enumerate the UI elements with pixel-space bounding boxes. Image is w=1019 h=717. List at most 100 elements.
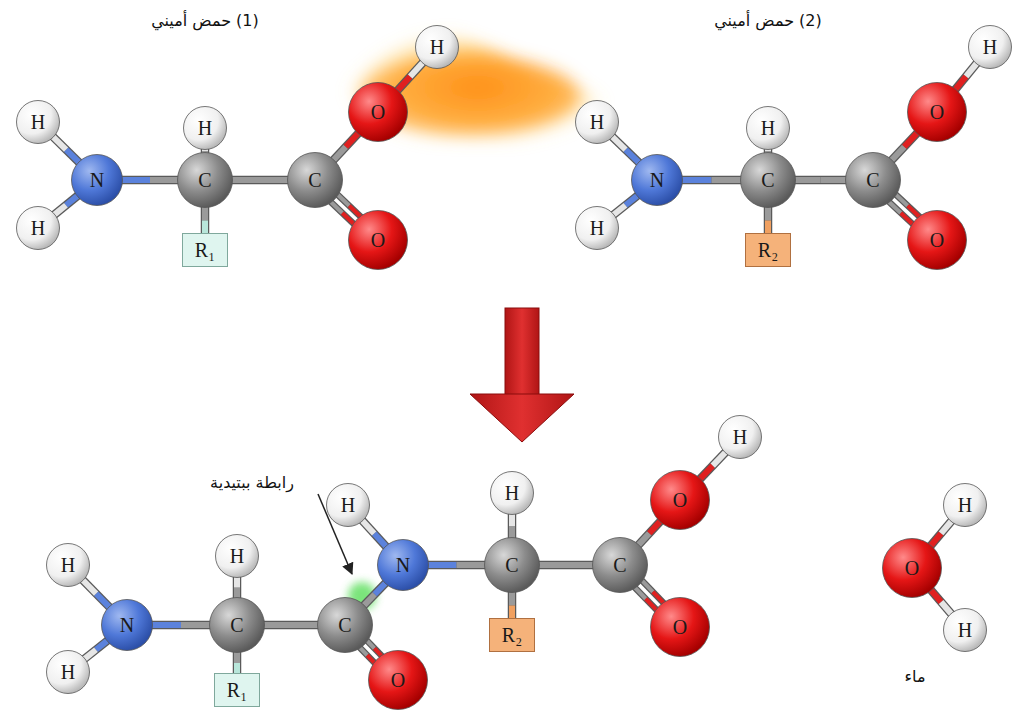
chemical-bond — [930, 520, 952, 546]
chemical-bond — [891, 132, 918, 161]
atom-symbol: C — [613, 555, 626, 575]
chemical-bond — [512, 591, 513, 620]
atom-symbol: H — [983, 37, 997, 57]
atom-symbol: N — [120, 615, 134, 635]
carbon-atom: C — [287, 152, 343, 208]
chemical-bond — [512, 513, 513, 539]
chemical-bond — [231, 180, 289, 181]
atom-symbol: H — [230, 546, 244, 566]
carbon-atom: C — [484, 537, 540, 593]
atom-symbol: R₁ — [227, 680, 247, 700]
oxygen-atom: O — [907, 210, 967, 270]
atom-symbol: C — [866, 170, 879, 190]
chemical-bond — [930, 589, 952, 615]
nitrogen-atom: N — [71, 154, 123, 206]
chemical-bond — [538, 565, 594, 566]
atom-symbol: H — [198, 118, 212, 138]
chemical-bond — [52, 136, 80, 163]
side-chain-box: R₂ — [745, 233, 791, 267]
carbon-atom: C — [845, 152, 901, 208]
atom-symbol: C — [230, 615, 243, 635]
hydrogen-atom: H — [46, 650, 90, 694]
hydrogen-atom: H — [215, 534, 259, 578]
side-chain-box: R₂ — [489, 618, 535, 652]
atom-symbol: H — [958, 620, 972, 640]
hydrogen-atom: H — [575, 100, 619, 144]
hydrogen-atom: H — [46, 543, 90, 587]
oxygen-atom: O — [882, 538, 942, 598]
chemical-bond — [237, 651, 238, 675]
hydrogen-atom: H — [943, 608, 987, 652]
atom-symbol: R₂ — [758, 240, 778, 260]
hydrogen-atom: H — [968, 25, 1012, 69]
oxygen-atom: O — [650, 470, 710, 530]
chemical-bond — [699, 451, 726, 479]
atom-symbol: O — [673, 490, 687, 510]
molecule-caption: (2) حمض أميني — [714, 11, 822, 30]
atom-symbol: O — [391, 670, 405, 690]
atom-symbol: H — [61, 662, 75, 682]
atom-symbol: H — [31, 112, 45, 132]
oxygen-atom: O — [907, 82, 967, 142]
side-chain-box: R₁ — [214, 673, 260, 707]
atom-symbol: H — [31, 218, 45, 238]
chemical-bond — [955, 63, 978, 91]
hydrogen-atom: H — [16, 206, 60, 250]
chemical-bond — [121, 180, 179, 181]
chemical-bond — [613, 195, 639, 216]
atom-symbol: O — [371, 102, 385, 122]
chemical-bond — [638, 521, 661, 546]
atom-symbol: H — [341, 495, 355, 515]
chemical-bond — [333, 133, 359, 161]
atom-symbol: H — [61, 555, 75, 575]
hydrogen-atom: H — [718, 415, 762, 459]
atom-symbol: N — [90, 170, 104, 190]
carbon-atom: C — [209, 597, 265, 653]
atom-symbol: R₂ — [502, 625, 522, 645]
nitrogen-atom: N — [377, 539, 429, 591]
chemical-bond — [82, 579, 110, 608]
chemical-bond — [427, 565, 486, 566]
atom-symbol: C — [761, 170, 774, 190]
chemical-bond — [363, 582, 386, 606]
atom-symbol: H — [590, 218, 604, 238]
hydrogen-atom: H — [943, 483, 987, 527]
carbon-atom: C — [317, 597, 373, 653]
oxygen-atom: O — [348, 210, 408, 270]
reaction-arrow — [470, 308, 574, 442]
oxygen-atom: O — [348, 82, 408, 142]
chemical-bond — [205, 206, 206, 235]
side-chain-box: R₁ — [182, 233, 228, 267]
atom-symbol: H — [590, 112, 604, 132]
hydrogen-atom: H — [575, 206, 619, 250]
chemical-bond — [54, 195, 79, 215]
atom-symbol: H — [505, 483, 519, 503]
chemical-bond — [362, 520, 387, 548]
chemical-bond — [681, 180, 742, 181]
atom-symbol: C — [505, 555, 518, 575]
atom-symbol: C — [308, 170, 321, 190]
atom-symbol: H — [958, 495, 972, 515]
hydrogen-atom: H — [415, 25, 459, 69]
chemical-bond — [397, 62, 424, 91]
atom-symbol: H — [430, 37, 444, 57]
chemical-bond — [611, 136, 639, 163]
chemical-bond — [84, 640, 109, 660]
nitrogen-atom: N — [101, 599, 153, 651]
molecule-caption: ماء — [905, 667, 926, 686]
carbon-atom: C — [177, 152, 233, 208]
chemical-bond — [768, 206, 769, 235]
atom-symbol: N — [396, 555, 410, 575]
chemical-bond — [794, 180, 847, 181]
carbon-atom: C — [740, 152, 796, 208]
reaction-glow — [345, 30, 610, 145]
atom-symbol: H — [733, 427, 747, 447]
hydrogen-atom: H — [490, 471, 534, 515]
hydrogen-atom: H — [16, 100, 60, 144]
chemical-bond — [151, 625, 211, 626]
hydrogen-atom: H — [326, 483, 370, 527]
hydrogen-atom: H — [183, 106, 227, 150]
atom-symbol: N — [650, 170, 664, 190]
atom-symbol: O — [930, 230, 944, 250]
